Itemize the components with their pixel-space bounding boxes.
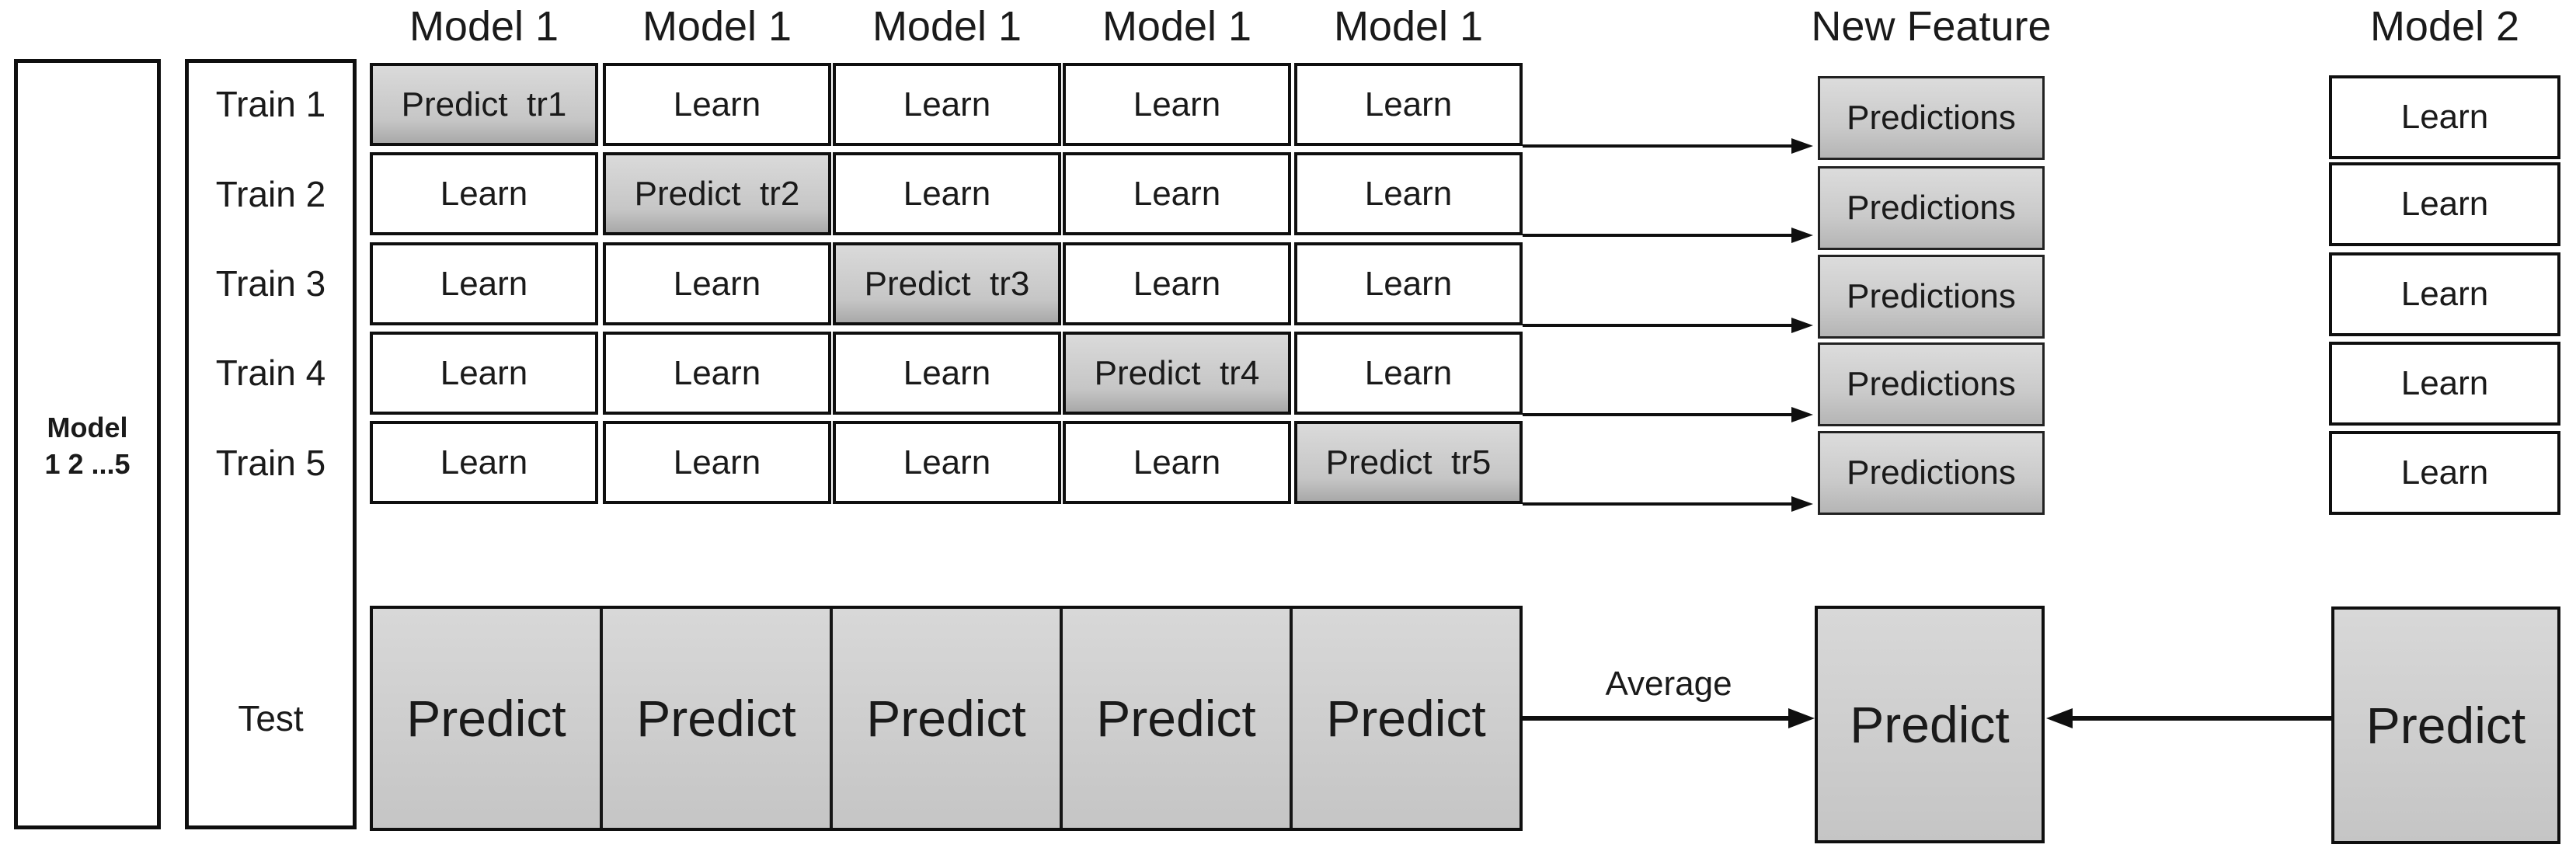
row-label-train1: Train 1 [215, 84, 326, 124]
row-label-train3: Train 3 [215, 263, 326, 304]
column-header-model1-2: Model 1 [642, 3, 792, 50]
predictions-box-2: Predictions [1818, 166, 2045, 250]
arrow-row2-head-icon [1791, 228, 1813, 243]
column-header-model1-4: Model 1 [1102, 3, 1252, 50]
grid-cell-r3-c5: Learn [1294, 242, 1523, 325]
center-predict-box: Predict [1815, 606, 2045, 843]
predictions-box-1: Predictions [1818, 76, 2045, 160]
arrow-row5-line [1523, 502, 1791, 506]
arrow-row1-head-icon [1791, 138, 1813, 154]
grid-cell-r5-c2: Learn [603, 421, 831, 504]
grid-cell-r2-c1: Learn [370, 152, 598, 235]
grid-cell-r1-c1: Predict tr1 [370, 63, 598, 146]
grid-cell-r5-c4: Learn [1063, 421, 1291, 504]
model-list-label: Model 1 2 ...5 [14, 409, 161, 482]
model2-learn-box-2: Learn [2329, 162, 2560, 246]
grid-cell-r2-c4: Learn [1063, 152, 1291, 235]
test-predict-cell-2: Predict [600, 609, 830, 828]
grid-cell-r2-c5: Learn [1294, 152, 1523, 235]
arrow-row4-line [1523, 413, 1791, 416]
grid-cell-r3-c1: Learn [370, 242, 598, 325]
arrow-row2-line [1523, 234, 1791, 237]
grid-cell-r2-c3: Learn [833, 152, 1061, 235]
test-predict-cell-5: Predict [1290, 609, 1519, 828]
arrow-row4-head-icon [1791, 407, 1813, 422]
grid-cell-r5-c5: Predict tr5 [1294, 421, 1523, 504]
column-header-model2: Model 2 [2369, 3, 2520, 50]
row-label-test: Test [238, 698, 304, 739]
column-header-model1-1: Model 1 [409, 3, 559, 50]
grid-cell-r1-c2: Learn [603, 63, 831, 146]
average-label: Average [1605, 665, 1732, 703]
test-predict-cell-3: Predict [830, 609, 1060, 828]
arrow-row3-head-icon [1791, 318, 1813, 333]
grid-cell-r4-c1: Learn [370, 332, 598, 415]
model2-learn-box-4: Learn [2329, 342, 2560, 426]
model2-learn-box-3: Learn [2329, 252, 2560, 336]
model-list-label-line1: Model [47, 412, 128, 443]
predictions-box-4: Predictions [1818, 342, 2045, 426]
arrow-row1-line [1523, 144, 1791, 148]
fold-labels-panel [185, 59, 357, 829]
grid-cell-r3-c4: Learn [1063, 242, 1291, 325]
grid-cell-r4-c5: Learn [1294, 332, 1523, 415]
arrow-model2-line [2071, 716, 2331, 721]
arrow-row3-line [1523, 324, 1791, 327]
model2-learn-box-1: Learn [2329, 75, 2560, 159]
grid-cell-r4-c4: Predict tr4 [1063, 332, 1291, 415]
grid-cell-r4-c2: Learn [603, 332, 831, 415]
row-label-train5: Train 5 [215, 443, 326, 483]
column-header-new-feature: New Feature [1811, 3, 2052, 50]
row-label-train4: Train 4 [215, 353, 326, 393]
grid-cell-r3-c3: Predict tr3 [833, 242, 1061, 325]
test-predict-cell-4: Predict [1060, 609, 1290, 828]
model2-learn-box-5: Learn [2329, 431, 2560, 515]
arrow-model2-head-icon [2046, 708, 2073, 728]
arrow-average-line [1523, 716, 1788, 721]
grid-cell-r1-c3: Learn [833, 63, 1061, 146]
predictions-box-5: Predictions [1818, 431, 2045, 515]
grid-cell-r5-c1: Learn [370, 421, 598, 504]
test-predict-row: Predict Predict Predict Predict Predict [370, 606, 1523, 831]
grid-cell-r1-c4: Learn [1063, 63, 1291, 146]
model-list-panel [14, 59, 161, 829]
row-label-train2: Train 2 [215, 174, 326, 214]
grid-cell-r2-c2: Predict tr2 [603, 152, 831, 235]
model2-predict-box: Predict [2331, 606, 2560, 844]
grid-cell-r5-c3: Learn [833, 421, 1061, 504]
model-list-label-line2: 1 2 ...5 [44, 448, 131, 480]
arrow-row5-head-icon [1791, 496, 1813, 512]
column-header-model1-5: Model 1 [1333, 3, 1484, 50]
grid-cell-r4-c3: Learn [833, 332, 1061, 415]
column-header-model1-3: Model 1 [872, 3, 1022, 50]
predictions-box-3: Predictions [1818, 255, 2045, 339]
grid-cell-r1-c5: Learn [1294, 63, 1523, 146]
grid-cell-r3-c2: Learn [603, 242, 831, 325]
test-predict-cell-1: Predict [406, 690, 566, 747]
arrow-average-head-icon [1788, 708, 1815, 728]
